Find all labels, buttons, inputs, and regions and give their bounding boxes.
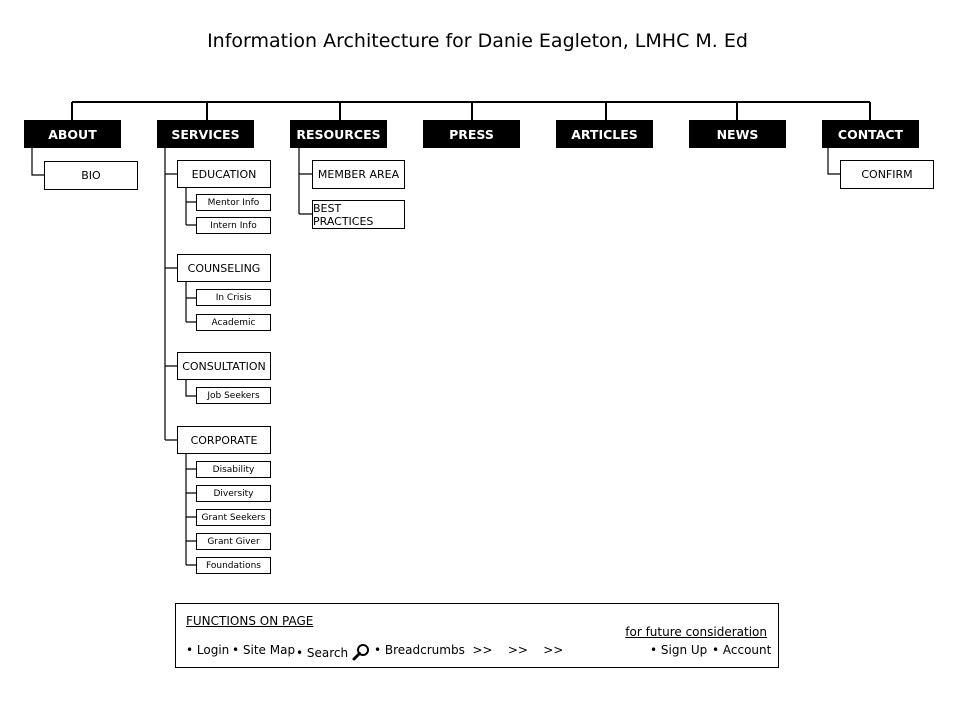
node-grant-seekers: Grant Seekers: [196, 509, 271, 526]
nav-press: PRESS: [423, 120, 520, 148]
functions-heading: FUNCTIONS ON PAGE: [186, 614, 314, 628]
function-site-map: • Site Map: [232, 643, 296, 657]
node-corporate: CORPORATE: [177, 426, 271, 454]
node-member-area: MEMBER AREA: [312, 160, 405, 189]
function-search-label: • Search: [296, 646, 349, 660]
nav-resources: RESOURCES: [290, 120, 387, 148]
future-heading: for future consideration: [625, 625, 767, 639]
future-sign-up: • Sign Up: [650, 643, 708, 657]
node-bio: BIO: [44, 161, 138, 190]
node-job-seekers: Job Seekers: [196, 387, 271, 404]
node-foundations: Foundations: [196, 557, 271, 574]
node-education: EDUCATION: [177, 160, 271, 188]
functions-panel: FUNCTIONS ON PAGE for future considerati…: [175, 603, 779, 668]
node-diversity: Diversity: [196, 485, 271, 502]
function-breadcrumbs: • Breadcrumbs >> >> >>: [374, 643, 564, 657]
nav-about: ABOUT: [24, 120, 121, 148]
node-grant-giver: Grant Giver: [196, 533, 271, 550]
nav-contact: CONTACT: [822, 120, 919, 148]
node-mentor-info: Mentor Info: [196, 194, 271, 211]
nav-news: NEWS: [689, 120, 786, 148]
future-account: • Account: [712, 643, 772, 657]
node-disability: Disability: [196, 461, 271, 478]
nav-articles: ARTICLES: [556, 120, 653, 148]
node-confirm: CONFIRM: [840, 160, 934, 189]
function-login: • Login: [186, 643, 230, 657]
nav-services: SERVICES: [157, 120, 254, 148]
search-magnifier-icon: [352, 644, 369, 661]
node-counseling: COUNSELING: [177, 254, 271, 282]
node-academic: Academic: [196, 314, 271, 331]
diagram-title: Information Architecture for Danie Eagle…: [207, 30, 748, 52]
node-in-crisis: In Crisis: [196, 289, 271, 306]
node-consultation: CONSULTATION: [177, 352, 271, 380]
node-intern-info: Intern Info: [196, 217, 271, 234]
node-best-practices: BEST PRACTICES: [312, 200, 405, 229]
function-search: • Search: [296, 643, 370, 661]
